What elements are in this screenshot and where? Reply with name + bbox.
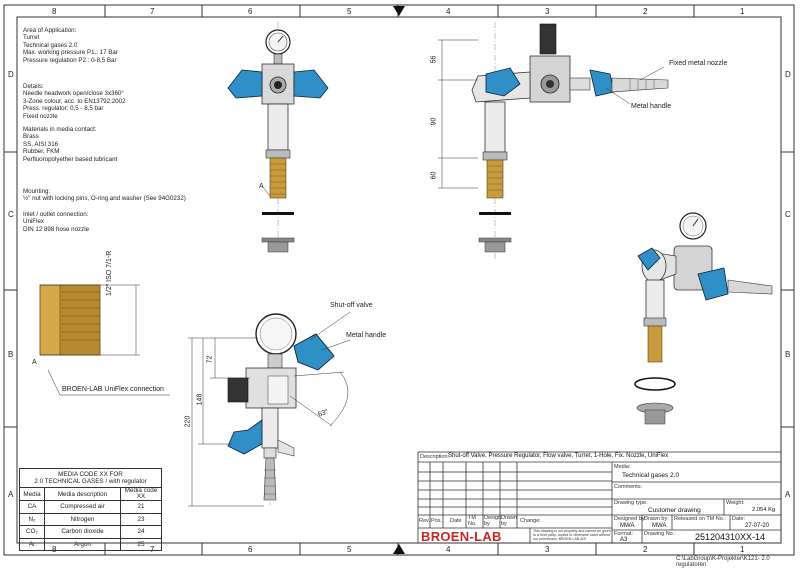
side-view-top	[438, 22, 669, 260]
media-header-code: Media code XX	[120, 487, 162, 501]
rev-header-pos: Pos.	[431, 518, 443, 524]
tb-designed: MWA	[620, 523, 635, 529]
media-header-media: Media	[19, 487, 45, 501]
row-letter-a: A	[8, 490, 14, 499]
media-cell: 24	[120, 525, 162, 539]
table-row: Ar Argon 25	[19, 537, 162, 551]
rev-header-drawn: Drawn by	[501, 515, 517, 527]
media-cell: Ar	[19, 537, 45, 551]
rev-header-tm: TM No.	[468, 515, 477, 527]
tb-drawing-type-label: Drawing type:	[614, 500, 648, 506]
section-marker-a: A	[259, 183, 264, 190]
media-header-description: Media description	[44, 487, 121, 501]
callout-metal-handle-top: Metal handle	[631, 103, 672, 110]
col-num-3-bottom: 3	[545, 545, 550, 554]
col-num-5-bottom: 5	[347, 545, 352, 554]
tb-description-label: Description:	[420, 454, 450, 460]
callout-uniflex: BROEN-LAB UniFlex connection	[62, 386, 164, 393]
col-num-4-bottom: 4	[446, 545, 451, 554]
dim-72: 72	[206, 355, 214, 364]
tb-drawn: MWA	[652, 523, 667, 529]
notes-materials: Materials in media contact:Brass SS, AIS…	[23, 126, 118, 163]
front-view-top	[227, 22, 329, 253]
tb-media-label: Media:	[614, 464, 631, 470]
media-cell: Nitrogen	[44, 512, 121, 526]
col-num-2-bottom: 2	[643, 545, 648, 554]
tb-comments-label: Comments:	[614, 484, 643, 490]
tb-drawing-type: Customer drawing	[648, 507, 701, 514]
row-letter-c-right: C	[785, 210, 791, 219]
callout-fixed-nozzle: Fixed metal nozzle	[669, 60, 728, 67]
media-cell: Argon	[44, 537, 121, 551]
row-letter-c: C	[8, 210, 14, 219]
iso-view	[634, 212, 773, 425]
dim-90: 90	[430, 117, 438, 126]
detail-a	[39, 284, 170, 396]
tb-released-label: Released on TM No.:	[674, 516, 726, 522]
table-row: N₂ Nitrogen 23	[19, 512, 162, 526]
file-path: C:\LabGroup\K-Projekter\K121- 2.0 regula…	[676, 556, 770, 568]
tb-description: Shut-off Valve, Pressure Regulator, Flow…	[448, 453, 669, 459]
col-num-6: 6	[248, 7, 253, 16]
tb-drawing-no: 251204310XX-14	[695, 532, 766, 542]
col-num-6-bottom: 6	[248, 545, 253, 554]
media-cell: N₂	[19, 512, 45, 526]
notes-application: Area of Application:Turret Technical gas…	[23, 27, 118, 64]
tb-drawing-no-label: Drawing No.:	[644, 531, 676, 537]
media-cell: 21	[120, 500, 162, 514]
tb-format: A3	[620, 537, 628, 543]
notes-mounting: Mounting:½" nut with locking pins, O-rin…	[23, 188, 186, 203]
rev-header-rev: Rev.	[419, 518, 430, 524]
notes-details: Details:Needle headwork open/close 3x360…	[23, 83, 126, 120]
tb-date: 27-07-20	[745, 523, 770, 529]
table-row: CO₂ Carbon dioxide 24	[19, 525, 162, 539]
rev-header-date: Date	[450, 518, 462, 524]
col-num-2: 2	[643, 7, 648, 16]
dim-56: 56	[430, 55, 438, 64]
dim-60: 60	[430, 171, 438, 180]
media-cell: 23	[120, 512, 162, 526]
media-cell: 25	[120, 537, 162, 551]
media-cell: CA	[19, 500, 45, 514]
media-cell: CO₂	[19, 525, 45, 539]
tb-format-label: Format:	[614, 531, 633, 537]
row-letter-d-right: D	[785, 70, 791, 79]
rev-header-design: Design by	[484, 515, 502, 527]
tb-designed-label: Designed by:	[614, 516, 647, 522]
tb-weight: 2.054 Kg	[752, 507, 776, 513]
tb-date-label: Date:	[732, 516, 746, 522]
front-view-main	[188, 311, 351, 507]
media-cell: Carbon dioxide	[44, 525, 121, 539]
col-num-7: 7	[150, 7, 155, 16]
brand-logo: BROEN-LAB	[421, 529, 502, 544]
callout-shutoff-valve: Shut-off valve	[330, 302, 373, 309]
row-letter-d: D	[8, 70, 14, 79]
col-num-1-bottom: 1	[740, 545, 745, 554]
col-num-1: 1	[740, 7, 745, 16]
thread-label: 1/2" ISO 7/1-R	[106, 250, 113, 296]
detail-marker-a: A	[32, 359, 37, 366]
row-letter-b: B	[8, 350, 14, 359]
col-num-3: 3	[545, 7, 550, 16]
legal-notice: This drawing is our property and cannot …	[533, 529, 611, 542]
callout-metal-handle-front: Metal handle	[346, 332, 387, 339]
col-num-4: 4	[446, 7, 451, 16]
tb-media: Technical gases 2.0	[622, 472, 680, 479]
col-num-8: 8	[52, 7, 57, 16]
rev-header-change: Change:	[520, 518, 541, 524]
dim-220: 220	[184, 415, 192, 428]
col-num-5: 5	[347, 7, 352, 16]
table-row: CA Compressed air 21	[19, 500, 162, 514]
row-letter-a-right: A	[785, 490, 791, 499]
tb-drawn-label: Drawn by:	[644, 516, 669, 522]
row-letter-b-right: B	[785, 350, 791, 359]
notes-inlet: Inlet / outlet connection:UniFlex DIN 12…	[23, 211, 90, 233]
media-cell: Compressed air	[44, 500, 121, 514]
dim-148: 148	[196, 393, 204, 406]
tb-weight-label: Weight:	[726, 500, 745, 506]
